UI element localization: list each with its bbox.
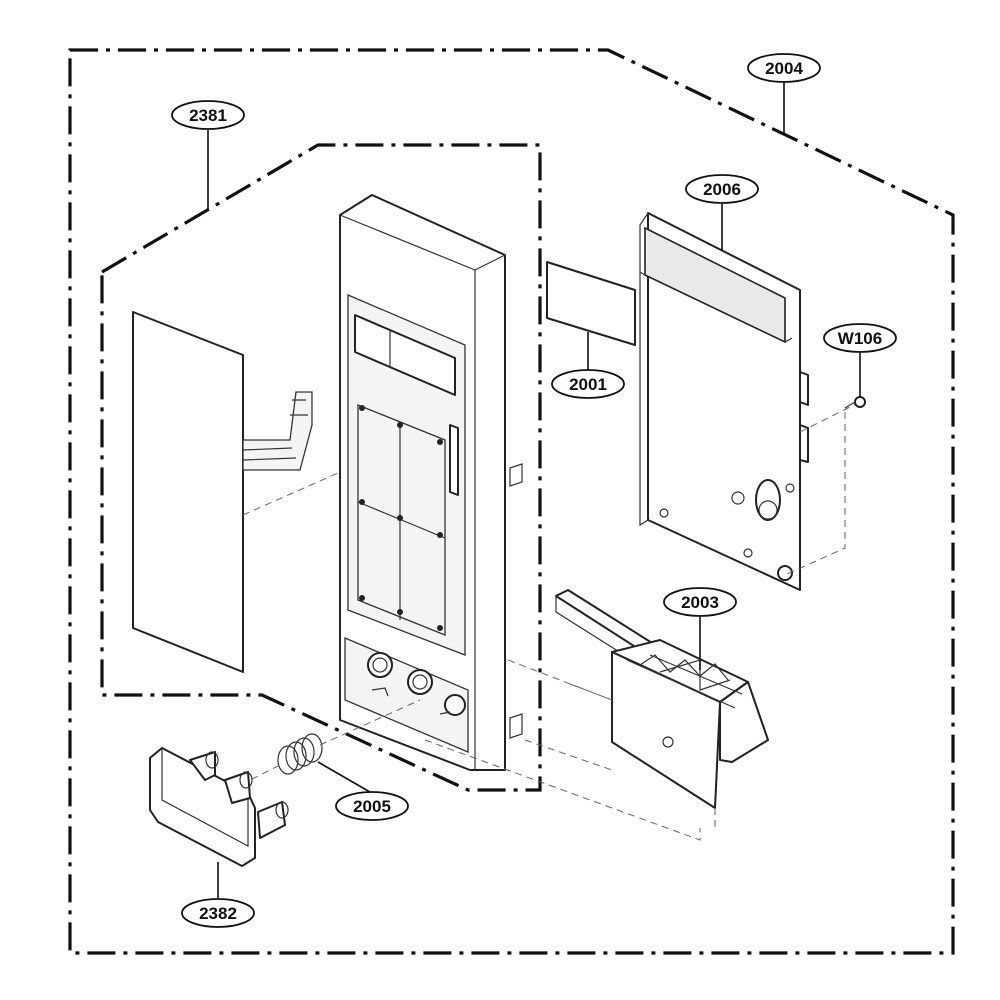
callout-2006: 2006 bbox=[685, 174, 759, 204]
callout-2382: 2382 bbox=[181, 898, 255, 928]
callout-2001: 2001 bbox=[551, 369, 625, 399]
svg-text:2005: 2005 bbox=[353, 797, 391, 816]
push-button-2382 bbox=[149, 747, 289, 867]
svg-text:W106: W106 bbox=[838, 329, 882, 348]
svg-text:2381: 2381 bbox=[189, 106, 227, 125]
assembly-boundary-2381 bbox=[100, 143, 542, 792]
svg-text:2003: 2003 bbox=[681, 593, 719, 612]
svg-text:2006: 2006 bbox=[703, 180, 741, 199]
assembly-boundary-2004 bbox=[68, 48, 955, 955]
membrane-key-sheet bbox=[132, 311, 391, 673]
control-panel-frame bbox=[339, 194, 523, 771]
callout-2005: 2005 bbox=[335, 791, 409, 821]
svg-text:2382: 2382 bbox=[199, 904, 237, 923]
screw-W106 bbox=[844, 396, 866, 409]
leader-2005 bbox=[317, 761, 371, 793]
callout-2003: 2003 bbox=[663, 587, 737, 617]
callout-2381: 2381 bbox=[171, 100, 245, 130]
svg-text:2004: 2004 bbox=[765, 59, 803, 78]
control-pcb-2006 bbox=[639, 212, 861, 591]
window-film-2001 bbox=[546, 261, 636, 346]
svg-text:2001: 2001 bbox=[569, 375, 607, 394]
spring-2005 bbox=[229, 699, 421, 791]
door-lever-2003 bbox=[424, 589, 769, 841]
callout-2004: 2004 bbox=[747, 53, 821, 83]
callout-W106: W106 bbox=[823, 323, 897, 353]
